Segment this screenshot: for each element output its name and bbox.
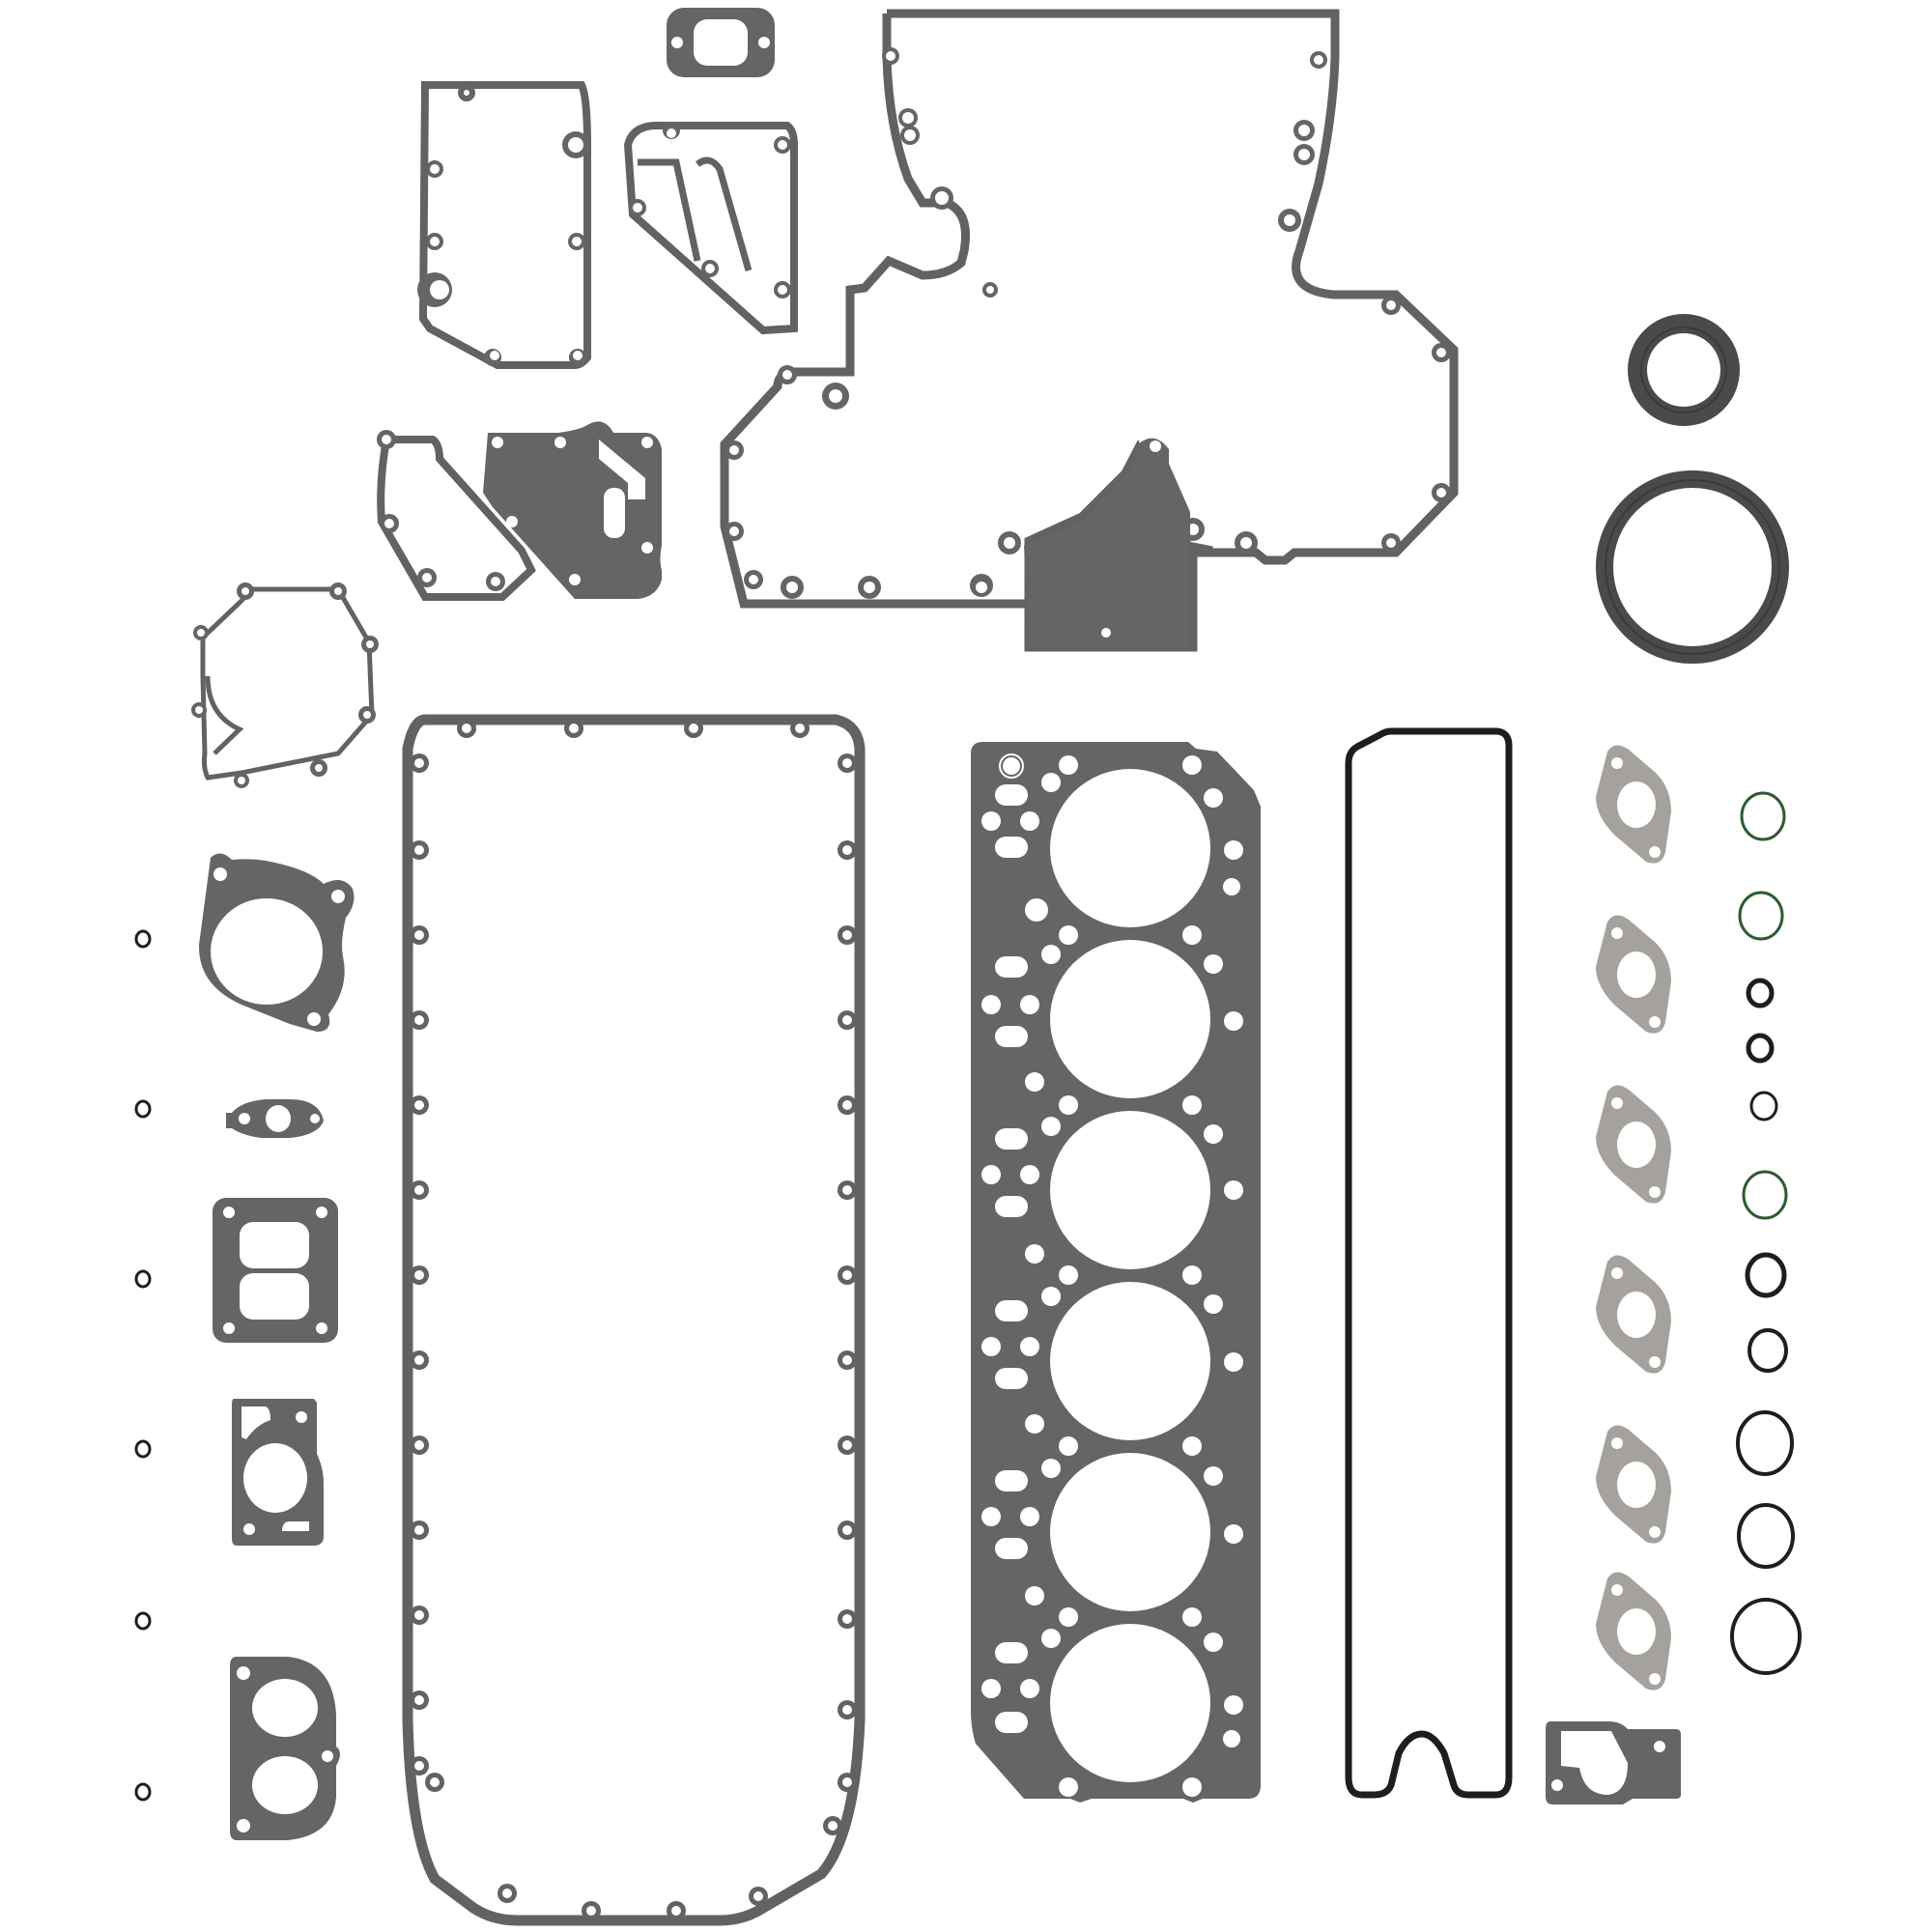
turbo-oil-gasket xyxy=(226,1099,324,1138)
cylinder-bores xyxy=(1050,769,1210,1782)
cover-gasket-left xyxy=(417,81,591,369)
corner-gasket xyxy=(1546,1721,1681,1804)
orings-right xyxy=(1730,791,1802,1675)
water-pump-gasket xyxy=(198,853,355,1032)
housing-gasket-round xyxy=(191,582,379,788)
exhaust-gasket xyxy=(1596,1425,1671,1544)
exhaust-gasket xyxy=(1596,745,1671,864)
valve-cover-gasket xyxy=(1345,727,1513,1799)
exhaust-manifold-gaskets xyxy=(1596,745,1671,1690)
small-orings-left xyxy=(134,929,152,1802)
small-flange-gasket-top xyxy=(667,8,775,77)
plate-gasket-pair xyxy=(377,421,662,601)
twin-port-gasket xyxy=(230,1657,340,1840)
head-gasket-holes xyxy=(981,755,1243,1797)
cover-gasket-angled xyxy=(623,122,798,335)
rear-crank-seal xyxy=(1596,470,1789,664)
front-crank-seal xyxy=(1628,314,1740,426)
exhaust-gasket xyxy=(1596,1085,1671,1204)
oil-pan-bolt-holes xyxy=(410,719,857,1920)
exhaust-gasket xyxy=(1596,1572,1671,1690)
exhaust-gasket xyxy=(1596,915,1671,1034)
exhaust-gasket xyxy=(1596,1255,1671,1374)
thermostat-gasket xyxy=(232,1399,324,1546)
turbo-flange-gasket xyxy=(213,1198,338,1343)
oil-pan-gasket xyxy=(402,714,866,1926)
timing-cover-gasket xyxy=(720,9,1459,652)
cylinder-head-gasket xyxy=(971,742,1261,1803)
